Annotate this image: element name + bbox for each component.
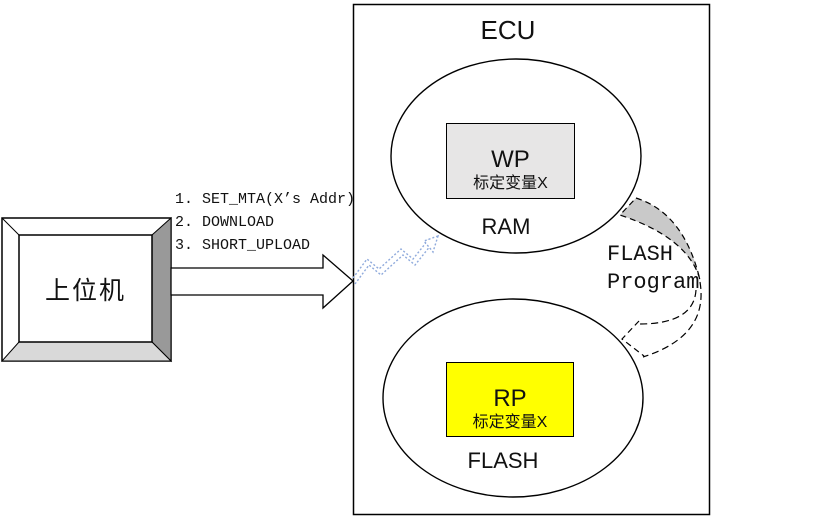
flash-program-label: FLASH Program (607, 241, 699, 297)
flash-program-line1: FLASH (607, 242, 674, 267)
command-item-1: 1. SET_MTA(X’s Addr) (175, 191, 356, 208)
flash-program-arrow-inner-arc (638, 289, 697, 325)
rp-box: RP 标定变量X (446, 362, 574, 437)
flash-program-arrow (618, 197, 702, 358)
ram-region-label: RAM (481, 214, 531, 239)
wp-box-title: WP (491, 146, 530, 173)
ecu-title: ECU (480, 15, 536, 45)
zigzag-signal-arrow (352, 234, 440, 285)
monitor-bottom-panel (0, 341, 173, 362)
rp-box-title: RP (493, 385, 527, 412)
monitor-screen (18, 234, 153, 343)
monitor-bevel-line (1, 217, 20, 236)
flash-program-arrowhead-icon (621, 320, 645, 357)
command-list: 1. SET_MTA(X’s Addr) 2. DOWNLOAD 3. SHOR… (175, 188, 355, 257)
monitor-right-panel (151, 216, 172, 363)
flash-program-line2: Program (607, 270, 700, 295)
host-to-ecu-arrow (170, 253, 354, 310)
host-computer-shape (0, 216, 173, 363)
wp-box: WP 标定变量X (446, 123, 575, 199)
zigzag-arrowhead-icon (422, 234, 440, 254)
zigzag-line-upper (352, 238, 430, 279)
wp-box-subtitle: 标定变量X (473, 175, 548, 192)
flash-region-label: FLASH (467, 448, 539, 473)
host-computer-label: 上位机 (44, 277, 126, 305)
command-item-3: 3. SHORT_UPLOAD (175, 237, 311, 254)
flash-program-arrow-crescent (618, 197, 701, 281)
rp-box-subtitle: 标定变量X (472, 414, 548, 431)
flash-program-arrow-outer-arc (642, 281, 702, 358)
command-item-2: 2. DOWNLOAD (175, 214, 275, 231)
zigzag-line-lower (354, 244, 432, 285)
